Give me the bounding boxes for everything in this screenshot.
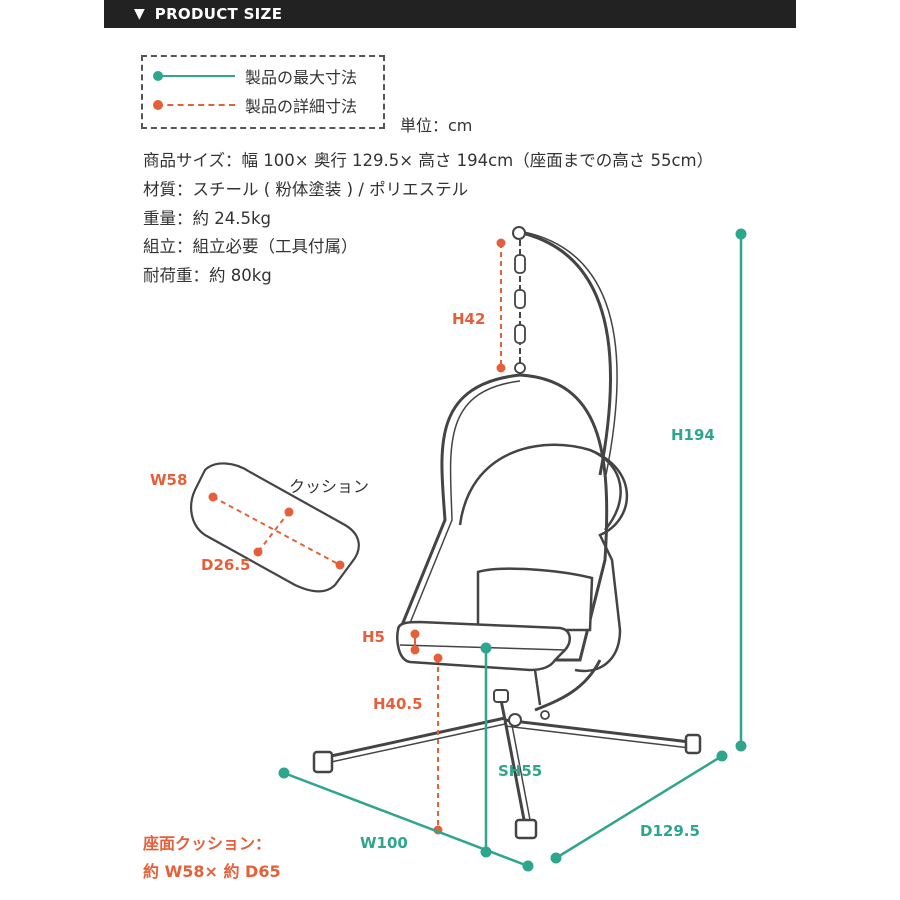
legend: 製品の最大寸法 製品の詳細寸法 xyxy=(141,55,385,129)
dim-seat-to-floor-label: H40.5 xyxy=(373,695,423,713)
chair-back-frame xyxy=(458,443,622,531)
cushion-pad xyxy=(190,462,360,593)
legend-solid-line xyxy=(153,71,235,81)
seat-cushion-note-line1: 座面クッション： xyxy=(143,834,272,853)
legend-dot-orange xyxy=(153,100,163,110)
pillow xyxy=(476,567,594,632)
spec-load: 耐荷重：約 80kg xyxy=(143,266,272,285)
triangle-down-icon: ▼ xyxy=(134,6,145,22)
cushion-label: クッション xyxy=(289,477,370,496)
stand-pole xyxy=(517,230,612,476)
dim-seat-height-label: SH55 xyxy=(498,762,543,780)
back-cushion xyxy=(574,448,629,673)
dim-chain-label: H42 xyxy=(452,310,486,328)
full-dims xyxy=(278,228,747,872)
spec-weight: 重量：約 24.5kg xyxy=(143,209,272,228)
unit-label: 単位：cm xyxy=(400,116,473,135)
legend-label-full: 製品の最大寸法 xyxy=(245,68,358,87)
legend-label-detail: 製品の詳細寸法 xyxy=(245,97,358,116)
dim-cushion-depth-label: D26.5 xyxy=(201,556,251,574)
hook-top xyxy=(512,226,526,240)
spec-material: 材質：スチール ( 粉体塗装 ) / ポリエステル xyxy=(143,180,469,199)
section-header: ▼ PRODUCT SIZE xyxy=(104,0,796,28)
dim-depth-label: D129.5 xyxy=(640,822,700,840)
dim-seat-cushion-thickness-label: H5 xyxy=(362,628,385,646)
legend-dot-green xyxy=(153,71,163,81)
dim-cushion-width-label: W58 xyxy=(150,471,188,489)
detail-dims xyxy=(208,238,506,835)
dim-width-label: W100 xyxy=(360,834,408,852)
legend-item-full: 製品の最大寸法 xyxy=(153,66,358,87)
seat-cushion-note-line2: 約 W58× 約 D65 xyxy=(143,862,281,881)
legend-item-detail: 製品の詳細寸法 xyxy=(153,95,358,116)
cross-base xyxy=(312,689,702,840)
spec-assembly: 組立：組立必要（工具付属） xyxy=(143,237,358,256)
legend-dashed-line xyxy=(153,100,235,110)
section-title: PRODUCT SIZE xyxy=(154,5,283,23)
spec-size: 商品サイズ：幅 100× 奥行 129.5× 高さ 194cm（座面までの高さ … xyxy=(143,151,714,170)
dim-height-label: H194 xyxy=(671,426,715,444)
